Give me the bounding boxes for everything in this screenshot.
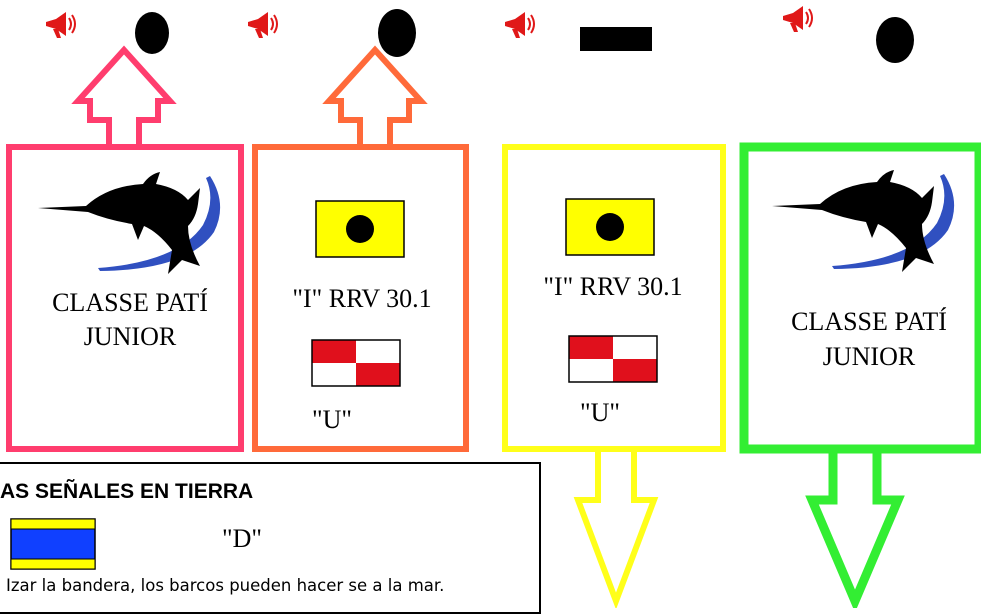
flag-delta	[10, 518, 96, 570]
down-arrow-3	[573, 449, 659, 608]
flag-india	[315, 200, 405, 258]
horn-icon	[46, 12, 76, 38]
ball-shape-2	[378, 9, 416, 57]
up-arrow-2	[322, 45, 428, 147]
panel-3-frame	[502, 144, 726, 452]
up-arrow-1	[71, 45, 177, 147]
panel-2-flag-u-caption: "U"	[311, 405, 352, 434]
panel-4-class-line1: CLASSE PATÍ	[791, 307, 947, 336]
horn-icon	[783, 6, 813, 32]
flag-uniform	[311, 339, 401, 387]
ball-shape-1	[135, 12, 169, 54]
flag-india	[565, 198, 655, 256]
horn-icon	[505, 12, 535, 38]
panel-2-flag-i-caption: "I" RRV 30.1	[292, 284, 432, 313]
down-arrow-4	[805, 449, 905, 608]
legend-description: Izar la bandera, los barcos pueden hacer…	[6, 576, 445, 595]
legend-title: AS SEÑALES EN TIERRA	[0, 480, 254, 503]
panel-3-flag-i-caption: "I" RRV 30.1	[543, 272, 683, 301]
panel-1-frame	[6, 144, 244, 452]
cylinder-shape-3	[580, 27, 652, 51]
swordfish-logo	[38, 172, 221, 274]
swordfish-logo	[772, 170, 955, 272]
panel-1-class-line1: CLASSE PATÍ	[52, 288, 208, 317]
flag-uniform	[568, 335, 658, 383]
panel-3-flag-u-caption: "U"	[579, 398, 620, 427]
legend-flag-code: "D"	[222, 524, 263, 553]
ball-shape-4	[876, 17, 914, 63]
panel-4-class-line2: JUNIOR	[822, 342, 916, 371]
horn-icon	[248, 12, 278, 38]
panel-4-frame	[739, 142, 981, 454]
panel-1-class-line2: JUNIOR	[83, 322, 177, 351]
shore-signals-legend: AS SEÑALES EN TIERRA "D" Izar la bandera…	[0, 462, 541, 614]
